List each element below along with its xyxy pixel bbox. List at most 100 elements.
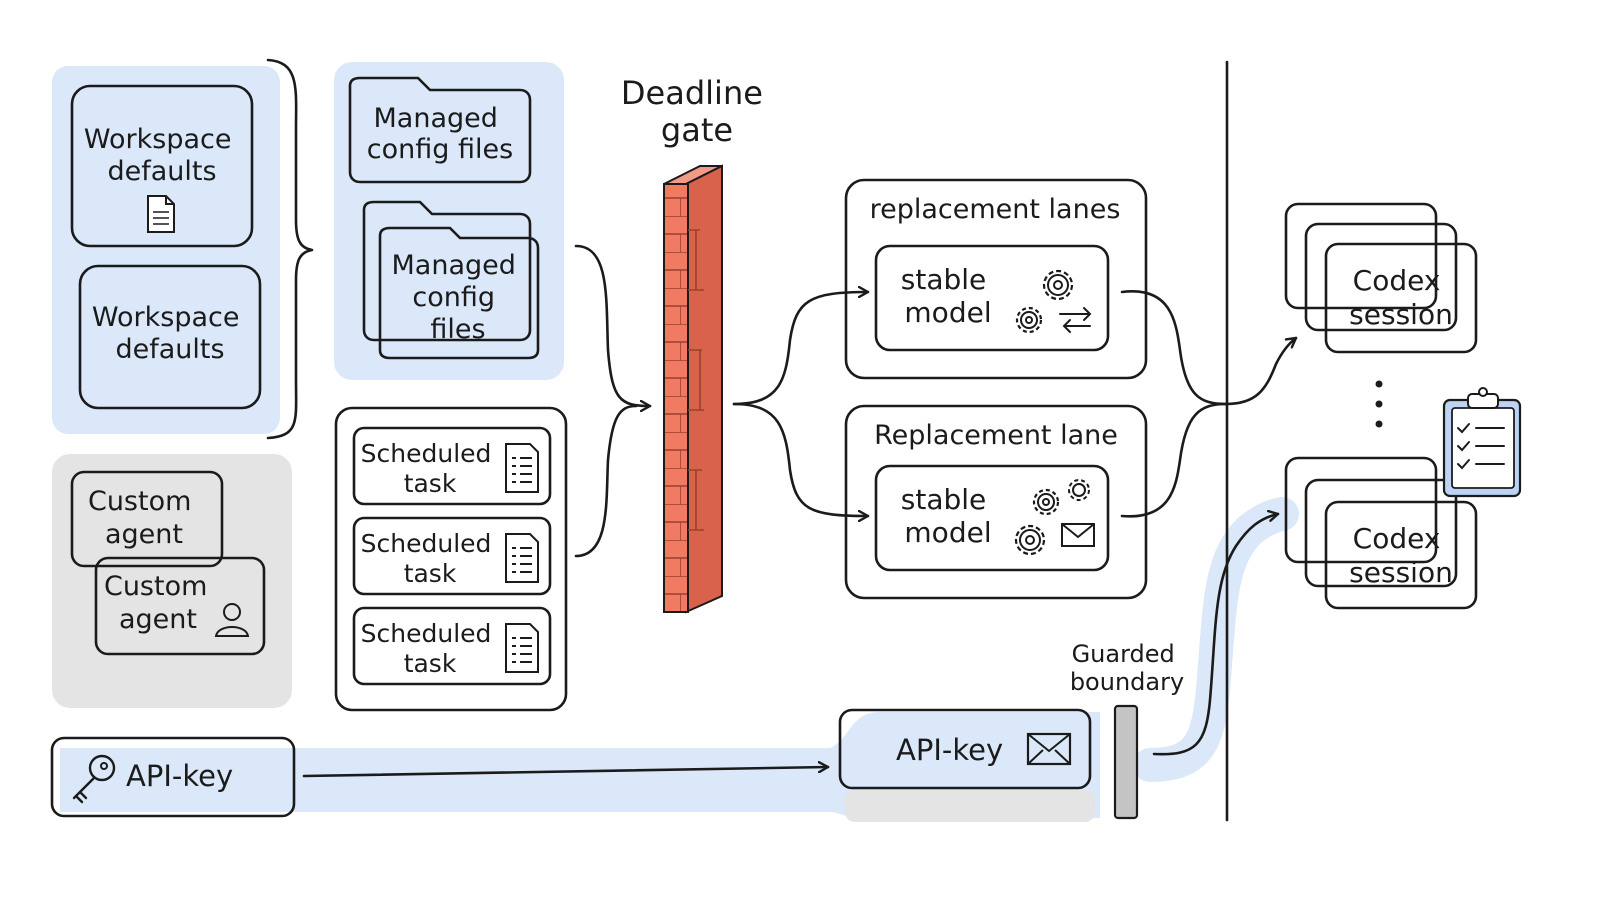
scheduled-task-card-1[interactable]: Scheduled task <box>352 426 552 506</box>
gear-icon <box>1032 488 1060 516</box>
svg-text:Scheduled task: Scheduled task <box>361 439 500 498</box>
codex-session-stack-bottom[interactable]: Codex session <box>1284 456 1478 610</box>
svg-text:Managed config files: Managed config files <box>367 103 513 165</box>
boundary-label-b: boundary <box>1070 668 1184 696</box>
workspace-defaults-card-2[interactable]: Workspace defaults <box>78 264 262 410</box>
arrow-api-key <box>302 767 830 778</box>
scheduled-task-label-1b: task <box>404 469 457 498</box>
lane-1-title: replacement lanes <box>870 194 1121 225</box>
lane-2-inner-b: model <box>904 516 991 549</box>
gate-title-a: Deadline <box>621 74 763 112</box>
scheduled-task-label-3a: Scheduled <box>361 619 492 648</box>
custom-agent-label-1b: agent <box>105 519 183 550</box>
managed-config-label-1b: config files <box>367 134 513 165</box>
deadline-gate: Deadline gate <box>621 74 773 614</box>
scheduled-task-label-1a: Scheduled <box>361 439 492 468</box>
svg-text:stable model: stable model <box>901 483 995 549</box>
arrow-managed-to-gate <box>574 244 652 406</box>
gear-icon <box>1014 524 1046 556</box>
custom-agent-label-2a: Custom <box>104 571 207 602</box>
custom-agent-label-1a: Custom <box>88 486 191 517</box>
scheduled-task-group: Scheduled task Scheduled task Scheduled <box>334 406 568 712</box>
replacement-lane-1[interactable]: replacement lanes stable model <box>844 178 1148 380</box>
managed-config-label-1a: Managed <box>374 103 498 134</box>
custom-agent-card-1[interactable]: Custom agent <box>70 470 224 568</box>
managed-config-label-2c: files <box>430 314 485 345</box>
checklist-icon <box>505 623 539 673</box>
gear-icon <box>1042 269 1074 301</box>
svg-text:Codex session: Codex session <box>1349 264 1453 331</box>
folder-icon <box>378 226 540 360</box>
gate-title-b: gate <box>661 111 733 149</box>
workspace-defaults-label-1a: Workspace <box>84 124 232 155</box>
ellipsis-dots <box>1375 380 1383 428</box>
svg-text:Scheduled task: Scheduled task <box>361 529 500 588</box>
svg-text:Managed config: Managed config files <box>392 250 525 345</box>
svg-text:Workspace defaults: Workspace defaults <box>92 302 248 365</box>
arrow-boundary-to-session <box>1152 514 1280 756</box>
scheduled-task-card-3[interactable]: Scheduled task <box>352 606 552 686</box>
clipboard-icon <box>1442 387 1522 498</box>
checklist-icon <box>505 533 539 583</box>
scheduled-task-card-2[interactable]: Scheduled task <box>352 516 552 596</box>
replacement-lane-2[interactable]: Replacement lane stable model <box>844 404 1148 600</box>
custom-agent-label-2b: agent <box>119 604 197 635</box>
scheduled-task-label-2a: Scheduled <box>361 529 492 558</box>
lane-1-inner-a: stable <box>901 263 987 296</box>
codex-session-top-a: Codex <box>1353 264 1441 297</box>
codex-session-top-b: session <box>1349 298 1453 331</box>
workspace-defaults-label-2a: Workspace <box>92 302 240 333</box>
scheduled-task-label-3b: task <box>404 649 457 678</box>
svg-text:Codex session: Codex session <box>1349 522 1453 589</box>
lane-1-inner-b: model <box>904 296 991 329</box>
managed-config-group: Managed config files Managed config file… <box>334 62 564 380</box>
svg-text:Workspace defaults: Workspace defaults <box>84 124 240 187</box>
workspace-defaults-label-1b: defaults <box>107 156 216 187</box>
managed-config-card-2[interactable]: Managed config files <box>362 200 540 360</box>
mail-icon <box>1026 732 1072 766</box>
guarded-boundary: Guarded boundary <box>1070 640 1184 820</box>
mail-icon <box>1061 523 1095 547</box>
workspace-defaults-card-1[interactable]: Workspace defaults <box>70 84 254 248</box>
key-icon <box>72 754 116 804</box>
gear-icon <box>1068 479 1090 501</box>
arrow-gate-to-lane-2 <box>732 402 870 516</box>
person-icon <box>214 603 250 637</box>
svg-text:Custom agent: Custom agent <box>104 571 216 635</box>
managed-config-card-1[interactable]: Managed config files <box>348 76 532 184</box>
api-key-target-label: API-key <box>896 733 1003 767</box>
managed-config-label-2a: Managed <box>392 250 516 281</box>
checklist-icon <box>505 443 539 493</box>
arrow-to-session-top <box>1224 336 1298 406</box>
arrow-lane-1-out <box>1120 290 1228 406</box>
svg-text:Custom agent: Custom agent <box>88 486 200 550</box>
gear-icon <box>1015 306 1043 334</box>
codex-session-bottom-b: session <box>1349 556 1453 589</box>
custom-agent-card-2[interactable]: Custom agent <box>94 556 266 656</box>
svg-text:Guarded boundary: Guarded boundary <box>1070 640 1184 696</box>
lane-2-title: Replacement lane <box>874 420 1118 451</box>
svg-text:stable model: stable model <box>901 263 995 329</box>
document-icon <box>147 195 175 233</box>
boundary-label-a: Guarded <box>1072 640 1175 668</box>
api-key-channel <box>60 497 1299 822</box>
transfer-icon <box>1059 307 1092 333</box>
custom-agent-group: Custom agent Custom agent <box>52 454 292 708</box>
api-key-source[interactable]: API-key <box>50 736 296 818</box>
workspace-defaults-group: Workspace defaults Workspace defaults <box>52 66 280 434</box>
api-key-target[interactable]: API-key <box>838 708 1092 790</box>
codex-session-bottom-a: Codex <box>1353 522 1441 555</box>
svg-text:Scheduled task: Scheduled task <box>361 619 500 678</box>
codex-session-stack-top[interactable]: Codex session <box>1284 202 1478 354</box>
workspace-defaults-label-2b: defaults <box>115 334 224 365</box>
scheduled-task-label-2b: task <box>404 559 457 588</box>
arrow-scheduled-to-gate <box>574 404 638 558</box>
brick-wall-icon <box>663 164 723 614</box>
arrow-lane-2-out <box>1120 402 1228 518</box>
lane-2-inner-a: stable <box>901 483 987 516</box>
api-key-source-label: API-key <box>126 759 233 793</box>
svg-text:Deadline gate: Deadline gate <box>621 74 773 149</box>
brace-connector <box>266 58 314 440</box>
managed-config-label-2b: config <box>412 282 495 313</box>
